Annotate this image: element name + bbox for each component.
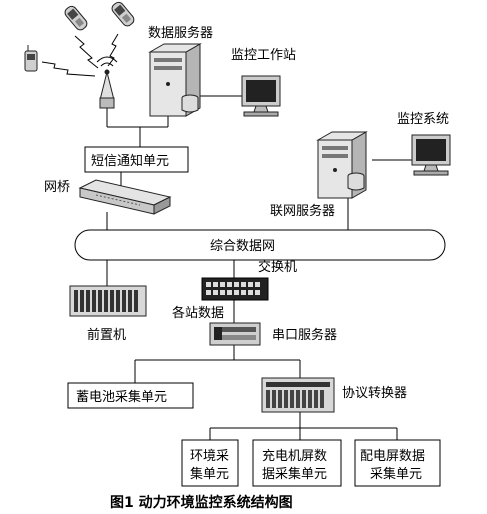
antenna-icon: [96, 56, 118, 109]
environment-unit-line2: 集单元: [190, 466, 229, 482]
protocol-converter-label: 协议转换器: [342, 386, 407, 401]
data-server-label: 数据服务器: [148, 25, 213, 41]
mobile-phone-icon: [111, 1, 135, 27]
integrated-data-network-label: 综合数据网: [210, 239, 275, 254]
front-processor-icon: [69, 285, 147, 317]
mobile-phone-icon: [24, 45, 38, 72]
network-server-icon: [316, 131, 368, 199]
switch-icon: [201, 277, 269, 301]
environment-collection-unit: [181, 439, 239, 487]
data-server-icon: [148, 43, 202, 117]
power-unit-line1: 配电屏数据: [360, 449, 425, 464]
monitor-workstation-label: 监控工作站: [231, 48, 296, 63]
bridge-icon: [78, 179, 172, 215]
front-processor-label: 前置机: [87, 327, 126, 343]
serial-server-icon: [209, 322, 261, 346]
monitor-icon: [411, 134, 451, 176]
monitor-system-label: 监控系统: [397, 112, 449, 127]
power-unit-line2: 采集单元: [370, 466, 422, 482]
bridge-label: 网桥: [44, 180, 70, 195]
connection-lines: [106, 95, 412, 440]
charger-unit-line2: 据采集单元: [262, 466, 327, 482]
network-server-label: 联网服务器: [270, 203, 335, 219]
monitor-icon: [241, 75, 281, 117]
environment-unit-line1: 环境采: [190, 449, 229, 464]
integrated-data-network: [74, 229, 446, 261]
charger-unit-line1: 充电机屏数: [262, 448, 327, 464]
sms-notification-unit: [84, 146, 189, 173]
sms-notification-label: 短信通知单元: [91, 153, 169, 169]
serial-server-label: 串口服务器: [272, 327, 337, 343]
mobile-phone-icon: [64, 5, 88, 31]
battery-collection-label: 蓄电池采集单元: [76, 389, 167, 405]
figure-caption: 图1 动力环境监控系统结构图: [110, 494, 293, 511]
charger-data-collection-unit: [252, 439, 342, 487]
station-data-label: 各站数据: [172, 305, 224, 321]
protocol-converter-icon: [261, 377, 335, 413]
power-distribution-collection-unit: [354, 439, 441, 487]
switch-label: 交换机: [258, 259, 297, 275]
battery-collection-unit: [67, 382, 194, 409]
